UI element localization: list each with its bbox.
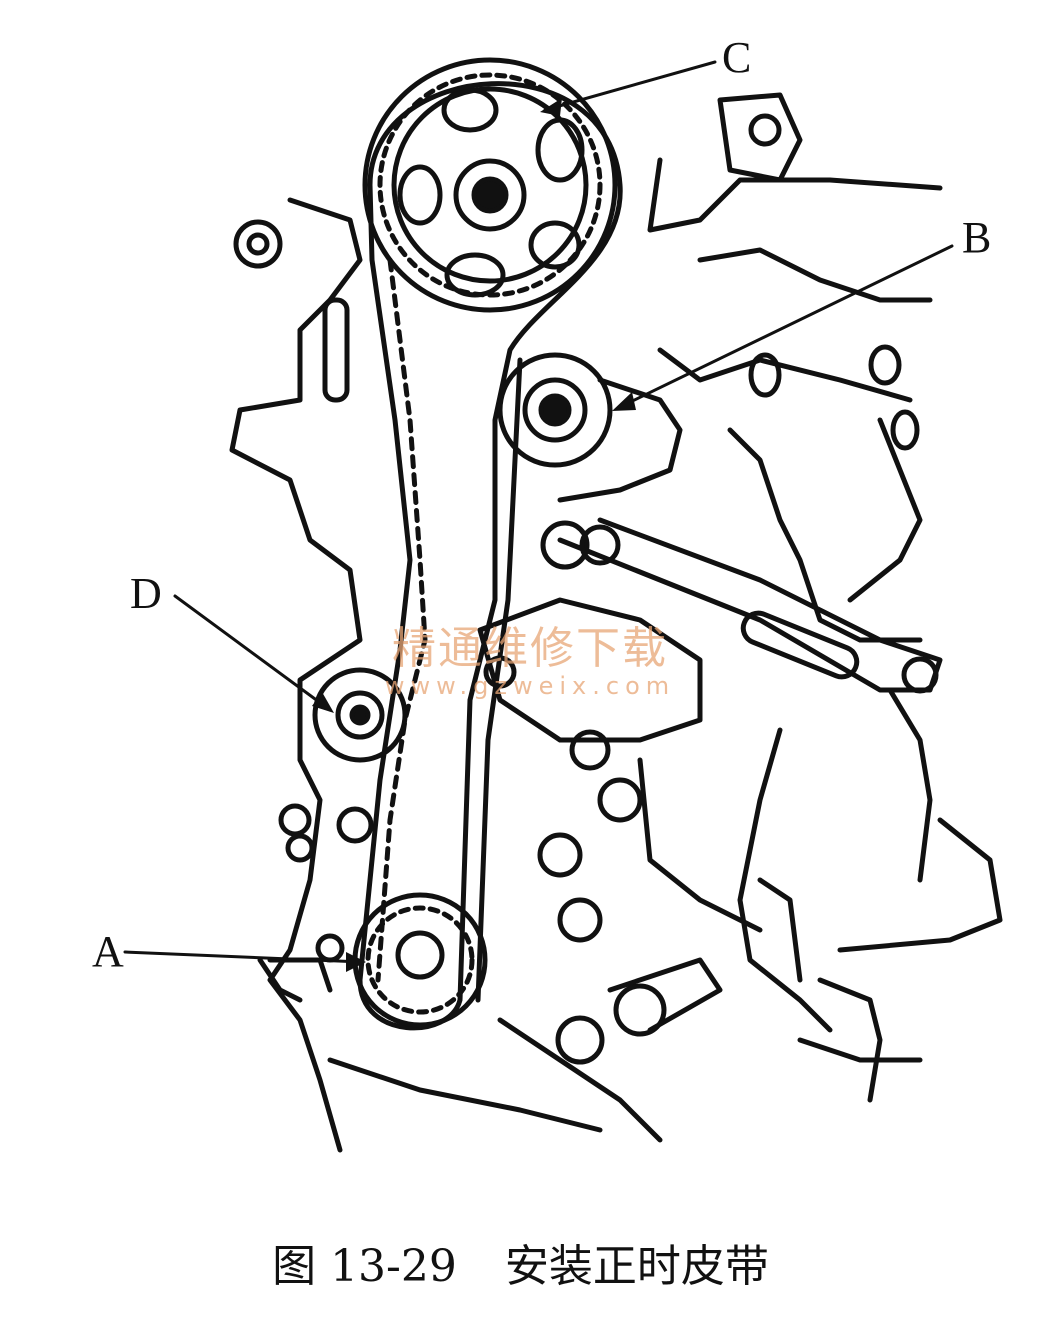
watermark: 精通维修下载 www.gzweix.com	[340, 612, 720, 700]
label-b: B	[962, 213, 992, 262]
tensioner-pulley	[497, 352, 683, 503]
idler-pulley	[312, 667, 408, 763]
label-a: A	[92, 927, 124, 976]
timing-belt	[357, 81, 623, 1031]
camshaft-sprocket	[362, 57, 618, 313]
leader-lines	[123, 60, 954, 972]
caption-title: 安装正时皮带	[504, 1241, 769, 1292]
caption-figure-number: 图 13-29	[272, 1241, 457, 1292]
watermark-text: 精通维修下载	[392, 623, 668, 674]
crankshaft-sprocket	[352, 892, 488, 1028]
adjuster-arm	[477, 517, 943, 743]
figure-caption: 图 13-29 安装正时皮带	[0, 1230, 1041, 1294]
watermark-url: www.gzweix.com	[384, 672, 676, 700]
label-d: D	[130, 569, 162, 618]
timing-belt-diagram	[123, 57, 1003, 1153]
label-c: C	[722, 33, 752, 82]
engine-block	[229, 92, 1003, 1153]
fasteners	[233, 113, 920, 1065]
